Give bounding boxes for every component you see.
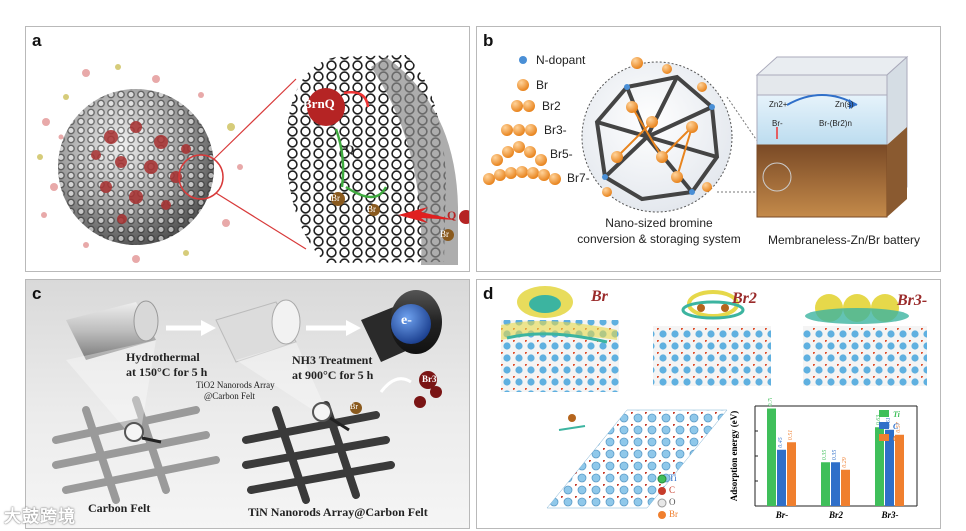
step1-line1: Hydrothermal bbox=[126, 350, 200, 364]
dft-adsorption-illustration bbox=[495, 284, 932, 519]
magnifier-icon-2 bbox=[312, 402, 332, 422]
zn-ion-label: Zn2+ bbox=[769, 100, 788, 109]
br-label-c: Br bbox=[350, 402, 358, 411]
q-label-center: Q bbox=[345, 142, 355, 156]
bar-value-label: 0.63 bbox=[876, 415, 882, 426]
br-label-3: Br bbox=[440, 229, 449, 239]
step1-line2: at 150°C for 5 h bbox=[126, 365, 208, 379]
caption-battery: Membraneless-Zn/Br battery bbox=[767, 233, 921, 247]
synthesis-scheme-illustration bbox=[52, 290, 442, 504]
legend-n-dopant: N-dopant bbox=[536, 53, 586, 67]
lattice-legend-o: O bbox=[669, 497, 676, 507]
step2-line1: NH3 Treatment bbox=[292, 353, 373, 367]
bar-ti-0 bbox=[767, 408, 776, 506]
legend-br3: Br3- bbox=[544, 123, 567, 137]
inset-label-br3: Br3- bbox=[897, 292, 928, 309]
legend-entry: C bbox=[893, 422, 899, 431]
step2-line2: at 900°C for 5 h bbox=[292, 368, 374, 382]
bar-o-2 bbox=[895, 434, 904, 506]
inset-label-br2: Br2 bbox=[732, 290, 757, 307]
bar-ti-2 bbox=[875, 427, 884, 506]
bar-ti-1 bbox=[821, 462, 830, 506]
x-tick-label: Br- bbox=[775, 510, 789, 520]
caption-storage-line2: conversion & storaging system bbox=[577, 232, 741, 246]
bar-c-1 bbox=[831, 462, 840, 506]
tio2-label-line2: @Carbon Felt bbox=[204, 391, 256, 401]
inset-br-adsorption bbox=[495, 284, 623, 394]
legend-br5: Br5- bbox=[550, 147, 573, 161]
inset-br3-adsorption bbox=[797, 284, 932, 389]
legend-br: Br bbox=[536, 78, 548, 92]
bar-value-label: 0.35 bbox=[822, 450, 828, 461]
panel-label-b: b bbox=[483, 31, 494, 50]
br-label-1: Br bbox=[331, 193, 340, 203]
inset-label-br: Br bbox=[591, 288, 608, 305]
x-tick-label: Br2 bbox=[828, 510, 844, 520]
bar-o-0 bbox=[787, 442, 796, 506]
y-axis-label: Adsorption energy (eV) bbox=[729, 411, 739, 502]
nano-bubble bbox=[581, 61, 733, 213]
electron-sphere bbox=[391, 304, 431, 344]
tio2-label-line1: TiO2 Nanorods Array bbox=[196, 380, 275, 390]
caption-storage-line1: Nano-sized bromine bbox=[605, 216, 713, 230]
q-label-right: Q bbox=[447, 208, 457, 222]
watermark-text: 大鼓跨境 bbox=[4, 507, 76, 526]
lattice-legend-c: C bbox=[669, 485, 676, 495]
species-legend-glyphs bbox=[483, 56, 561, 185]
tin-array-label: TiN Nanorods Array@Carbon Felt bbox=[248, 505, 428, 519]
panel-label-a: a bbox=[32, 31, 42, 50]
brnq-label: BrnQ bbox=[303, 96, 335, 111]
bar-value-label: 0.78 bbox=[768, 398, 774, 407]
legend-swatch bbox=[879, 422, 889, 429]
carbon-fiber-cylinder bbox=[66, 300, 159, 360]
bar-value-label: 0.45 bbox=[777, 437, 784, 448]
panel-label-d: d bbox=[483, 284, 494, 303]
panel-d: d bbox=[476, 279, 941, 529]
inset-br2-adsorption bbox=[647, 284, 775, 389]
carbon-felt-mesh bbox=[52, 396, 220, 504]
legend-swatch bbox=[879, 434, 889, 441]
bar-value-label: 0.51 bbox=[788, 430, 794, 441]
bar-c-2 bbox=[885, 429, 894, 506]
panel-b: b bbox=[476, 26, 941, 272]
lattice-top-view bbox=[546, 409, 728, 519]
br3-label: Br3 bbox=[422, 374, 437, 384]
legend-br2: Br2 bbox=[542, 99, 561, 113]
ion-particles bbox=[37, 64, 243, 263]
tio2-nanorod-cylinder bbox=[215, 299, 301, 363]
carbon-felt-label: Carbon Felt bbox=[88, 501, 151, 515]
x-tick-label: Br3- bbox=[880, 510, 898, 520]
bromine-storage-illustration bbox=[483, 55, 909, 218]
br-ion-label: Br- bbox=[772, 119, 783, 128]
porous-carbon-sphere-illustration bbox=[37, 55, 469, 265]
panel-label-c: c bbox=[32, 284, 42, 303]
br-complex-label: Br-(Br2)n bbox=[819, 119, 852, 128]
legend-swatch bbox=[879, 410, 889, 417]
legend-br7: Br7- bbox=[567, 171, 590, 185]
electron-label: e- bbox=[401, 313, 412, 328]
panel-c: c bbox=[25, 279, 470, 529]
tin-nanorod-cylinder bbox=[361, 290, 442, 362]
br-label-2: Br bbox=[367, 204, 376, 214]
battery-cell bbox=[755, 55, 909, 218]
bar-c-0 bbox=[777, 449, 786, 506]
panel-a: a bbox=[25, 26, 470, 272]
brnq-cluster bbox=[307, 88, 345, 126]
bar-o-1 bbox=[841, 469, 850, 506]
lattice-legend-ti: Ti bbox=[669, 473, 677, 483]
bar-value-label: 0.29 bbox=[842, 457, 848, 468]
lattice-legend-br: Br bbox=[669, 509, 678, 519]
magnifier-icon-1 bbox=[124, 422, 144, 442]
legend-entry: Ti bbox=[893, 410, 901, 419]
zn-solid-label: Zn(s) bbox=[835, 100, 854, 109]
bar-value-label: 0.57 bbox=[896, 421, 902, 433]
bar-value-label: 0.35 bbox=[832, 450, 838, 461]
legend-entry: O bbox=[893, 434, 899, 443]
